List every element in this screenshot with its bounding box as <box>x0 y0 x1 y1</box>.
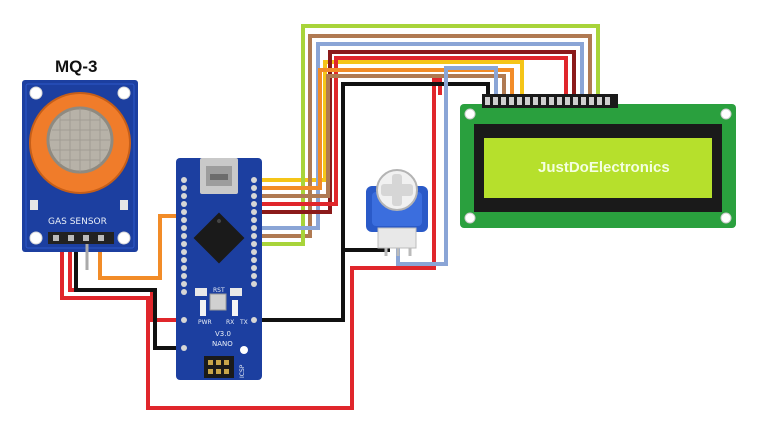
icsp-header <box>204 356 234 378</box>
nano-name: NANO <box>212 340 233 348</box>
potentiometer <box>366 169 428 256</box>
wire-blue-d5 <box>258 42 584 230</box>
mounting-hole <box>29 231 43 245</box>
mounting-hole <box>29 86 43 100</box>
wire-brown-d9 <box>258 74 506 198</box>
arduino-nano: PWR TX RX RST V3.0 NANO ICSP <box>176 158 262 380</box>
nano-label-rx: RX <box>226 319 234 326</box>
wire-black-arduino-gnd <box>258 82 490 322</box>
pot-base <box>377 227 417 249</box>
wires <box>60 24 600 410</box>
wire-red-d7 <box>258 56 568 206</box>
wire-brown-d3 <box>258 34 592 238</box>
mq3-sensor: MQ-3 GAS SENSOR <box>22 57 138 270</box>
lcd-display-text: JustDoElectronics <box>538 159 670 176</box>
wire-orange-analog <box>98 214 182 280</box>
wire-green-d4 <box>258 24 600 246</box>
wire-red-sensor-vcc <box>60 78 442 410</box>
nano-label-tx: TX <box>239 319 248 326</box>
nano-label-icsp: ICSP <box>239 364 246 378</box>
wire-maroon-d6 <box>258 50 576 214</box>
sensor-header <box>48 232 114 270</box>
sensor-led <box>30 200 38 210</box>
nano-pcb <box>176 158 262 380</box>
nano-pins-right <box>251 177 257 323</box>
mounting-hole <box>117 86 131 100</box>
lcd-screen <box>484 138 712 198</box>
atmega-chip <box>193 212 245 264</box>
nano-pins-left <box>181 177 187 351</box>
wire-blue-pot-wiper <box>396 66 498 266</box>
sensor-board-label: GAS SENSOR <box>48 217 107 227</box>
wire-black-sensor-gnd <box>74 245 182 350</box>
lcd-16x2: JustDoElectronics <box>460 94 736 228</box>
sensor-title: MQ-3 <box>55 57 98 76</box>
nano-label-rst: RST <box>213 287 225 294</box>
nano-label-pwr: PWR <box>198 319 212 326</box>
nano-version: V3.0 <box>215 330 231 338</box>
reset-button[interactable] <box>209 293 227 311</box>
lcd-header <box>482 94 618 108</box>
mounting-hole <box>117 231 131 245</box>
wire-orange-d8 <box>258 68 514 190</box>
